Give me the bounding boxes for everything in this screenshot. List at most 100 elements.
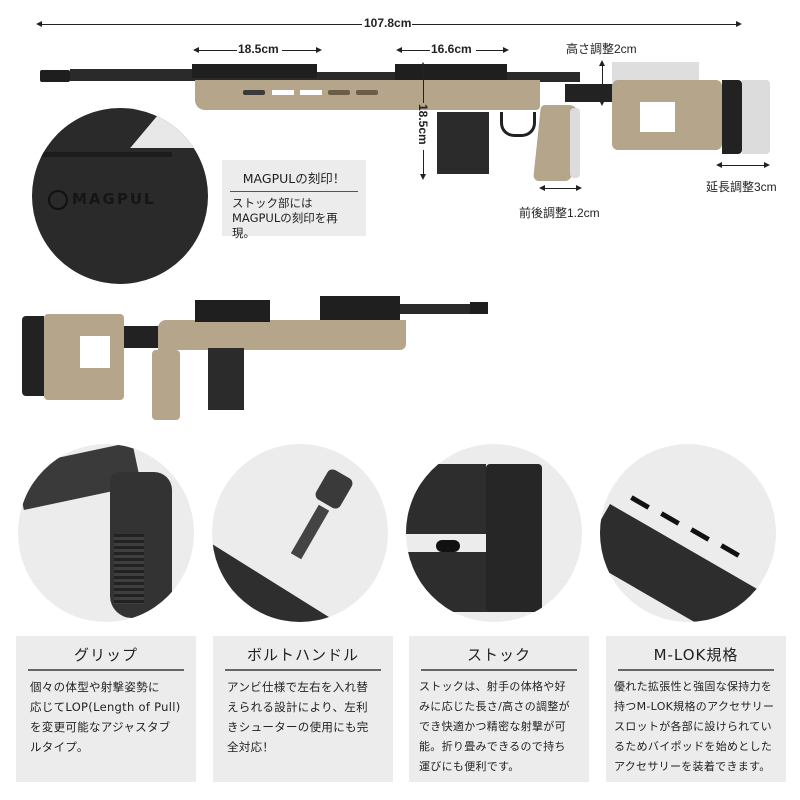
stock-cutout <box>640 102 675 132</box>
arrow-down-icon <box>420 174 426 180</box>
arrow-up-icon <box>599 60 605 66</box>
callout-title: MAGPULの刻印！ <box>230 160 358 192</box>
cheek-riser-ghost <box>612 62 699 82</box>
stock-cutout <box>80 336 110 368</box>
feature-line: 能。折り畳みできるので持ち <box>419 740 566 753</box>
mlok-slot <box>720 543 740 558</box>
front-rail <box>320 296 400 320</box>
arrow-right-icon <box>736 21 742 27</box>
butt-pad <box>22 316 44 396</box>
dimension-line <box>423 68 424 103</box>
rail-rear-length-label: 16.6cm <box>431 42 472 56</box>
grip-texture <box>114 534 144 604</box>
feature-line: 持つM-LOK規格のアクセサリー <box>614 700 775 713</box>
overall-length-label: 107.8cm <box>364 16 412 30</box>
mlok-slot <box>356 90 378 95</box>
height-label: 18.5cm <box>416 104 430 145</box>
grip-adjust-label: 前後調整1.2cm <box>519 206 600 220</box>
feature-title: M-LOK規格 <box>618 636 774 671</box>
feature-line: 運びにも便利です。 <box>419 760 520 773</box>
magazine <box>437 112 489 174</box>
feature-line: みに応じた長さ/高さの調整が <box>419 700 570 713</box>
dimension-line <box>400 50 430 51</box>
mlok-slot <box>660 511 680 526</box>
feature-title: グリップ <box>28 636 184 671</box>
feature-line: えられる設計により、左利 <box>227 700 368 714</box>
bolt-handle-closeup <box>212 444 388 622</box>
feature-title: ストック <box>421 636 577 671</box>
callout-body-line: ストック部には <box>232 196 313 210</box>
feature-line: を変更可能なアジャスタブ <box>30 720 171 734</box>
dimension-line <box>476 50 504 51</box>
mlok-slot <box>300 90 322 95</box>
mlok-slot <box>243 90 265 95</box>
grip-closeup <box>18 444 194 622</box>
cheek-height-adjust-label: 高さ調整2cm <box>566 42 637 56</box>
stock-closeup <box>406 444 582 622</box>
feature-card-mlok: M-LOK規格 優れた拡張性と強固な保持力を 持つM-LOK規格のアクセサリー … <box>606 636 786 782</box>
arrow-right-icon <box>316 47 322 53</box>
arrow-left-icon <box>193 47 199 53</box>
butt-pad <box>722 80 742 154</box>
feature-description: アンビ仕様で左右を入れ替 えられる設計により、左利 きシューターの使用にも完 全… <box>213 671 393 757</box>
rear-rail <box>395 64 507 80</box>
feature-line: アンビ仕様で左右を入れ替 <box>227 680 369 694</box>
butt-pad-ghost <box>742 80 770 154</box>
mlok-slot <box>328 90 350 95</box>
muzzle-brake <box>40 70 70 82</box>
mlok-slot <box>272 90 294 95</box>
arrow-left-icon <box>539 185 545 191</box>
arrow-left-icon <box>396 47 402 53</box>
barrel <box>70 69 200 81</box>
rail-front-length-label: 18.5cm <box>238 42 279 56</box>
magpul-logo-icon <box>48 190 68 210</box>
background-wedge <box>130 108 208 148</box>
pistol-grip <box>152 350 180 420</box>
arrow-right-icon <box>576 185 582 191</box>
feature-line: ルタイプ。 <box>30 740 89 754</box>
dimension-line <box>282 50 317 51</box>
feature-line: 応じてLOP(Length of Pull) <box>30 700 181 714</box>
magpul-engraving-closeup: MAGPUL <box>32 108 208 284</box>
barrel <box>200 72 580 82</box>
feature-card-stock: ストック ストックは、射手の体格や好 みに応じた長さ/高さの調整が でき快適かつ… <box>409 636 589 782</box>
chassis-handguard <box>158 320 406 350</box>
feature-line: るためバイポッドを始めとした <box>614 740 773 753</box>
dimension-line <box>197 50 237 51</box>
dimension-line <box>602 66 603 100</box>
arrow-left-icon <box>36 21 42 27</box>
adjust-knob <box>436 540 460 552</box>
feature-line: ストックは、射手の体格や好 <box>419 680 566 693</box>
butt-pad <box>486 464 542 612</box>
feature-card-bolt-handle: ボルトハンドル アンビ仕様で左右を入れ替 えられる設計により、左利 きシューター… <box>213 636 393 782</box>
magpul-logo-text: MAGPUL <box>72 190 156 208</box>
feature-line: アクセサリーを装着できます。 <box>614 760 771 773</box>
mlok-slot <box>630 495 650 510</box>
chassis-handguard <box>195 80 540 110</box>
feature-description: ストックは、射手の体格や好 みに応じた長さ/高さの調整が でき快適かつ精密な射撃… <box>409 671 589 777</box>
callout-body: ストック部には MAGPULの刻印を再現。 <box>222 192 366 241</box>
front-rail <box>192 64 317 78</box>
bolt-stem <box>290 504 330 560</box>
dimension-line <box>412 24 738 25</box>
trigger-guard <box>500 112 536 137</box>
stock-hinge <box>565 84 615 102</box>
stock-hinge <box>124 326 159 348</box>
grip-adjust-ghost <box>570 108 580 178</box>
stock-edge <box>32 152 172 157</box>
magpul-callout: MAGPULの刻印！ ストック部には MAGPULの刻印を再現。 <box>222 160 366 240</box>
feature-line: 全対応！ <box>227 740 275 754</box>
dimension-line <box>720 165 764 166</box>
dimension-line <box>543 188 577 189</box>
feature-description: 優れた拡張性と強固な保持力を 持つM-LOK規格のアクセサリー スロットが各部に… <box>606 671 786 777</box>
handguard <box>600 504 776 622</box>
arrow-right-icon <box>764 162 770 168</box>
feature-line: でき快適かつ精密な射撃が可 <box>419 720 566 733</box>
feature-line: 個々の体型や射撃姿勢に <box>30 680 160 694</box>
stock-upper <box>406 464 486 534</box>
dimension-line <box>423 150 424 174</box>
feature-description: 個々の体型や射撃姿勢に 応じてLOP(Length of Pull) を変更可能… <box>16 671 196 757</box>
barrel <box>400 304 485 314</box>
muzzle-brake <box>470 302 488 314</box>
mlok-closeup <box>600 444 776 622</box>
